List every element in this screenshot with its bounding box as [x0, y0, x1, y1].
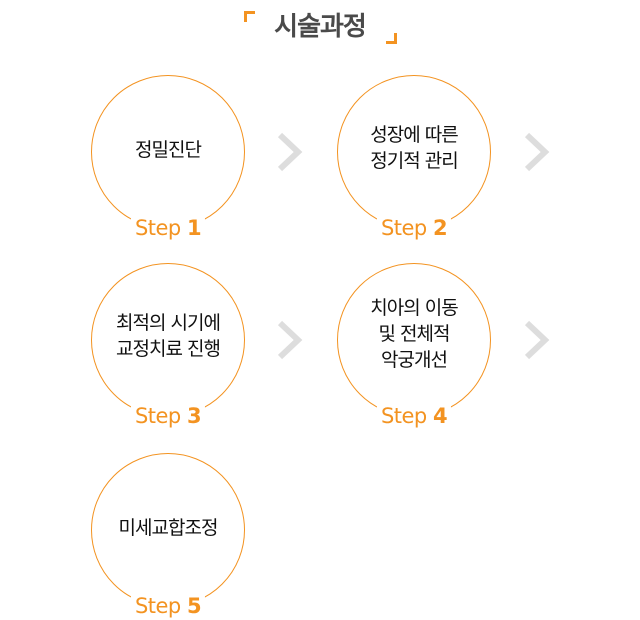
- step-description-line: 치아의 이동: [370, 296, 458, 319]
- step-description-line: 교정치료 진행: [116, 337, 221, 360]
- step-number: 5: [186, 594, 202, 618]
- page-title: 시술과정: [274, 12, 367, 42]
- step-label: Step 1: [130, 216, 206, 240]
- chevron-right-icon: [524, 320, 550, 360]
- step-description-line: 성장에 따른: [370, 123, 458, 146]
- chevron-right-icon: [524, 132, 550, 172]
- step-description: 정밀진단: [92, 137, 244, 163]
- step-description-line: 최적의 시기에: [116, 311, 221, 334]
- step-description-line: 악궁개선: [381, 348, 448, 371]
- step-label: Step 2: [376, 216, 452, 240]
- step-1-circle: 정밀진단 Step 1: [91, 75, 245, 240]
- step-number: 3: [186, 404, 202, 428]
- step-label: Step 4: [376, 404, 452, 428]
- step-description: 미세교합조정: [92, 515, 244, 541]
- step-label: Step 3: [130, 404, 206, 428]
- step-word: Step: [380, 216, 433, 240]
- step-5-circle: 미세교합조정 Step 5: [91, 453, 245, 618]
- step-number: 2: [432, 216, 448, 240]
- step-description-line: 정밀진단: [135, 138, 202, 161]
- step-word: Step: [380, 404, 433, 428]
- chevron-right-icon: [277, 320, 303, 360]
- step-description-line: 및 전체적: [378, 322, 451, 345]
- title-bracket-right: [386, 33, 397, 44]
- step-word: Step: [134, 404, 187, 428]
- chevron-right-icon: [277, 132, 303, 172]
- title-bracket-left: [244, 11, 255, 22]
- step-number: 1: [186, 216, 202, 240]
- step-number: 4: [432, 404, 448, 428]
- step-word: Step: [134, 594, 187, 618]
- step-label: Step 5: [130, 594, 206, 618]
- step-word: Step: [134, 216, 187, 240]
- step-description-line: 정기적 관리: [370, 149, 458, 172]
- step-description-line: 미세교합조정: [118, 516, 219, 539]
